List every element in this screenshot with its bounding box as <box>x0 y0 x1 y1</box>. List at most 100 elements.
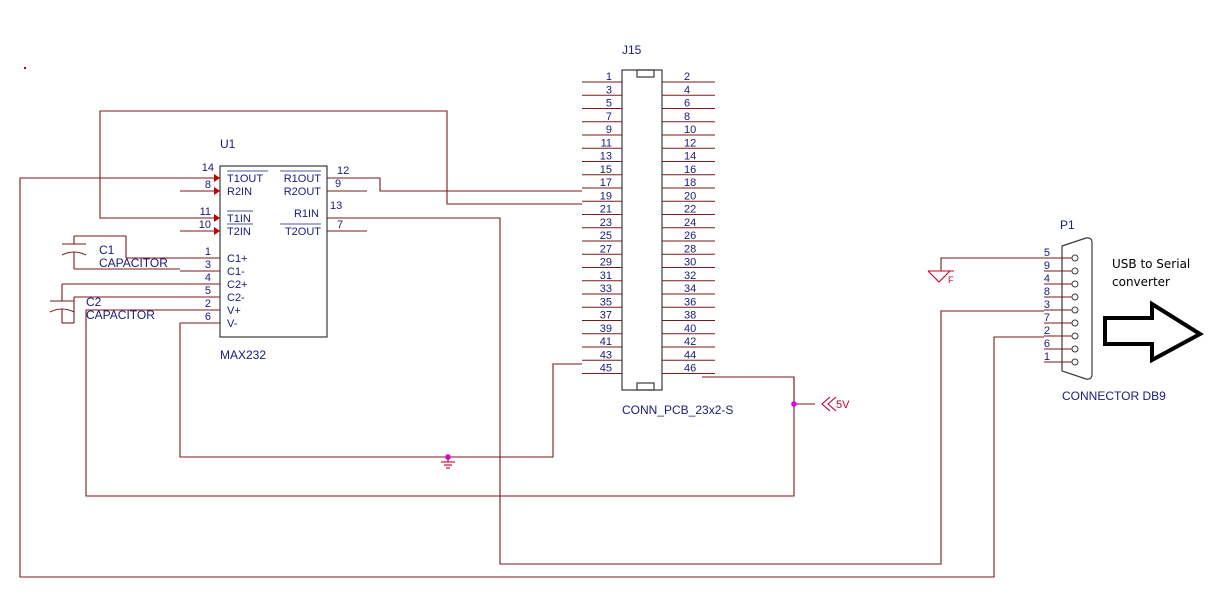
c2-capacitor: C2 CAPACITOR <box>49 283 180 324</box>
svg-text:T2OUT: T2OUT <box>285 226 321 238</box>
svg-text:R1OUT: R1OUT <box>284 173 322 185</box>
svg-text:V+: V+ <box>227 305 241 317</box>
svg-text:11: 11 <box>200 206 211 218</box>
j15-pin-number: 5 <box>606 98 612 110</box>
note-line-1: USB to Serial <box>1112 257 1190 271</box>
j15-even-pins: 2468101214161820222426283032343638404244… <box>662 71 715 375</box>
j15-pin-number: 22 <box>684 204 696 216</box>
j15-pin-number: 44 <box>684 349 696 361</box>
arrow-icon <box>214 174 220 182</box>
p1-pin-number: 1 <box>1044 351 1050 363</box>
j15-pin-number: 34 <box>684 283 696 295</box>
j15-pin-number: 19 <box>600 190 612 202</box>
p1-pin-number: 3 <box>1044 299 1050 311</box>
p1-pin-socket <box>1071 267 1079 275</box>
svg-text:6: 6 <box>205 311 211 323</box>
svg-text:C1+: C1+ <box>227 253 248 265</box>
j15-pin-number: 38 <box>684 310 696 322</box>
svg-text:7: 7 <box>337 219 343 231</box>
j15-pin-number: 27 <box>600 243 612 255</box>
j15-pin-number: 42 <box>684 336 696 348</box>
j15-pin-number: 8 <box>684 111 690 123</box>
p1-pin-number: 6 <box>1044 338 1050 350</box>
svg-text:R2IN: R2IN <box>227 186 252 198</box>
j15-pin-number: 3 <box>606 84 612 96</box>
p1-pin-socket <box>1071 319 1079 327</box>
j15-pin-number: 17 <box>600 177 612 189</box>
j15-pin-number: 9 <box>606 124 612 136</box>
svg-text:T1IN: T1IN <box>227 213 251 225</box>
stray-mark <box>24 67 26 69</box>
j15-body <box>621 69 663 391</box>
j15-pin-number: 41 <box>600 336 612 348</box>
j15-pin-number: 20 <box>684 190 696 202</box>
c2-ref: C2 <box>86 295 102 309</box>
j15-pin-number: 26 <box>684 230 696 242</box>
p1-pin-socket <box>1071 293 1079 301</box>
p1-pin-number: 4 <box>1044 273 1050 285</box>
j15-pin-number: 39 <box>600 323 612 335</box>
c1-capacitor: C1 CAPACITOR <box>61 235 180 270</box>
j15-pin-number: 13 <box>600 151 612 163</box>
j15-pin-number: 28 <box>684 243 696 255</box>
j15-pin-number: 1 <box>606 71 612 83</box>
svg-text:F: F <box>948 275 954 285</box>
j15-pin-number: 43 <box>600 349 612 361</box>
svg-text:V-: V- <box>227 318 238 330</box>
p1-pin-socket <box>1071 345 1079 353</box>
u1-max232: U1 MAX232 14 8 11 10 1 3 4 5 2 6 <box>180 137 367 362</box>
u1-body <box>219 165 328 338</box>
j15-pin-number: 10 <box>684 124 696 136</box>
vcc-label: 5V <box>836 399 850 411</box>
j15-odd-pins: 1357911131517192123252729313335373941434… <box>582 71 622 375</box>
j15-pin-number: 30 <box>684 257 696 269</box>
p1-body <box>1061 237 1093 380</box>
p1-pin-number: 9 <box>1044 260 1050 272</box>
j15-pin-number: 33 <box>600 283 612 295</box>
j15-pin-number: 7 <box>606 111 612 123</box>
j15-pin-number: 46 <box>684 363 696 375</box>
ground-f-icon: F <box>927 270 954 285</box>
j15-pin-number: 32 <box>684 270 696 282</box>
svg-text:12: 12 <box>337 165 349 177</box>
j15-pin-number: 14 <box>684 151 696 163</box>
u1-ref: U1 <box>220 137 236 151</box>
svg-text:C2-: C2- <box>227 292 245 304</box>
svg-text:R2OUT: R2OUT <box>284 186 322 198</box>
j15-pin-number: 25 <box>600 230 612 242</box>
p1-pin-socket <box>1071 306 1079 314</box>
svg-text:R1IN: R1IN <box>294 208 319 220</box>
arrow-icon <box>214 187 220 195</box>
p1-pin-number: 5 <box>1044 247 1050 259</box>
p1-value: CONNECTOR DB9 <box>1062 389 1166 403</box>
j15-pin-number: 21 <box>600 204 612 216</box>
arrow-icon <box>214 227 220 235</box>
j15-pin-number: 18 <box>684 177 696 189</box>
p1-pin-socket <box>1071 280 1079 288</box>
svg-text:C2+: C2+ <box>227 279 248 291</box>
j15-pin-number: 37 <box>600 310 612 322</box>
j15-pin-number: 6 <box>684 98 690 110</box>
p1-pin-number: 8 <box>1044 286 1050 298</box>
svg-text:14: 14 <box>202 162 214 174</box>
p1-pin-socket <box>1071 254 1079 262</box>
p1-pin-number: 2 <box>1044 325 1050 337</box>
j15-pin-number: 24 <box>684 217 696 229</box>
j15-pin-number: 35 <box>600 296 612 308</box>
svg-text:1: 1 <box>205 246 211 258</box>
c1-value: CAPACITOR <box>99 256 168 270</box>
j15-pin-number: 4 <box>684 84 690 96</box>
c2-value: CAPACITOR <box>86 308 155 322</box>
j15-pin-number: 23 <box>600 217 612 229</box>
j15-pin-number: 15 <box>600 164 612 176</box>
j15-pin-number: 45 <box>600 363 612 375</box>
junction-dot <box>791 401 797 407</box>
p1-pin-socket <box>1071 332 1079 340</box>
vcc-5v-icon: 5V <box>821 396 850 412</box>
j15-pin-number: 16 <box>684 164 696 176</box>
svg-text:8: 8 <box>205 179 211 191</box>
right-arrow-icon <box>1103 300 1204 364</box>
svg-text:9: 9 <box>335 178 341 190</box>
